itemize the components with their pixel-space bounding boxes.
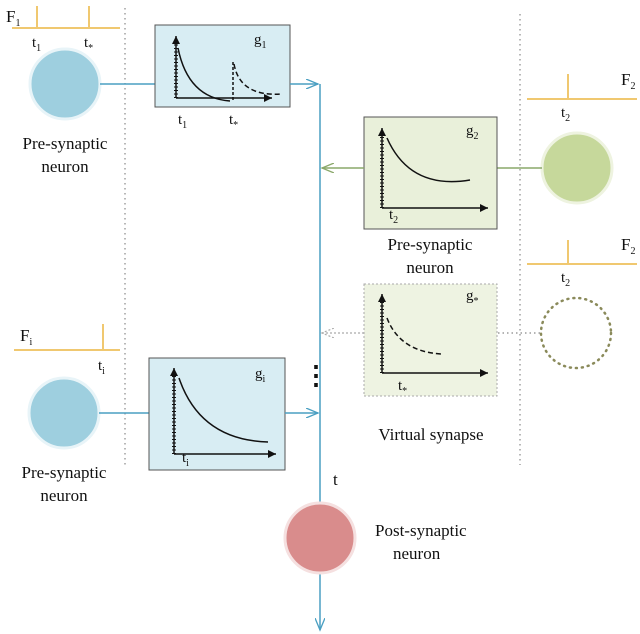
g1-tstar-label: t* <box>229 112 238 131</box>
f1-label: F1 <box>6 7 20 29</box>
pre-neuron-2-label-line2: neuron <box>406 258 454 277</box>
f2-bottom-t2-label: t2 <box>561 270 570 289</box>
spike-train-f2-bottom: F2 t2 <box>527 235 637 289</box>
spike-train-f2-top: F2 t2 <box>527 70 637 124</box>
g2-t2-label: t2 <box>389 207 398 226</box>
post-synaptic-neuron <box>283 501 357 575</box>
g2-label: g2 <box>466 123 479 142</box>
post-neuron-label-line1: Post-synaptic <box>375 521 467 540</box>
pre-synaptic-neuron-i <box>27 376 101 450</box>
virtual-synapse-label: Virtual synapse <box>378 425 483 444</box>
output-t-label: t <box>333 470 338 489</box>
g1-t1-label: t1 <box>178 112 187 131</box>
synapse-box-g2: g2 t2 <box>363 116 498 230</box>
post-neuron-label-line2: neuron <box>393 544 441 563</box>
fi-ti-label: ti <box>98 358 105 377</box>
pre-neuron-i-label-line1: Pre-synaptic <box>22 463 107 482</box>
pre-neuron-i-label-line2: neuron <box>40 486 88 505</box>
f1-tstar-label: t* <box>84 35 93 54</box>
gi-ti-label: ti <box>182 450 189 469</box>
g1-label: g1 <box>254 32 267 51</box>
virtual-neuron <box>539 296 613 370</box>
ellipsis-more-synapses: ⋮ <box>303 361 329 390</box>
gi-label: gi <box>255 366 266 385</box>
pre-neuron-1-label-line2: neuron <box>41 157 89 176</box>
gstar-tstar-label: t* <box>398 378 407 397</box>
pre-neuron-1-label-line1: Pre-synaptic <box>23 134 108 153</box>
synapse-box-gstar: g* t* <box>363 283 498 397</box>
synapse-box-g1: g1 t1 t* <box>154 24 291 131</box>
f2-top-t2-label: t2 <box>561 105 570 124</box>
f2-bottom-label: F2 <box>621 235 635 257</box>
spike-train-fi: Fi ti <box>14 324 120 377</box>
pre-neuron-2-label-line1: Pre-synaptic <box>388 235 473 254</box>
f1-t1-label: t1 <box>32 35 41 54</box>
spike-train-f1: F1 t1 t* <box>6 6 120 54</box>
synapse-box-gi: gi ti <box>148 357 286 471</box>
f2-top-label: F2 <box>621 70 635 92</box>
gstar-label: g* <box>466 288 479 307</box>
fi-label: Fi <box>20 326 32 348</box>
pre-synaptic-neuron-2 <box>540 131 614 205</box>
pre-synaptic-neuron-1 <box>28 47 102 121</box>
